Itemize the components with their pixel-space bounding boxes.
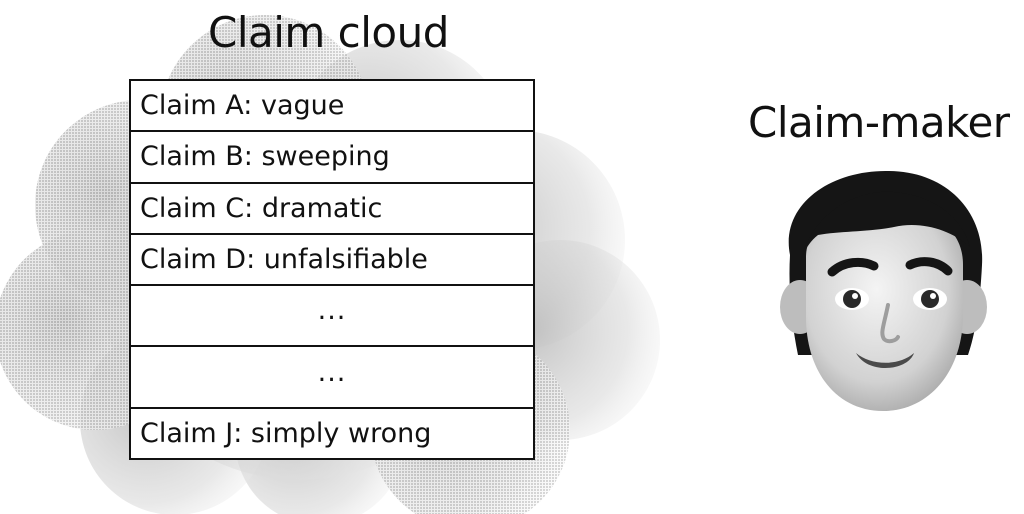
claim-maker-title: Claim-maker: [748, 98, 1010, 147]
claim-row: Claim B: sweeping: [131, 130, 533, 181]
claim-row: Claim C: dramatic: [131, 181, 533, 233]
claim-cloud-title: Claim cloud: [208, 8, 449, 57]
claim-row: Claim A: vague: [140, 90, 345, 122]
claim-row: Claim D: unfalsifiable: [131, 232, 533, 284]
smiling-man-face-icon: [780, 170, 987, 411]
claim-ellipsis-row: ...: [131, 284, 533, 345]
claim-row: Claim J: simply wrong: [131, 406, 533, 458]
claim-ellipsis-row: ...: [131, 345, 533, 406]
